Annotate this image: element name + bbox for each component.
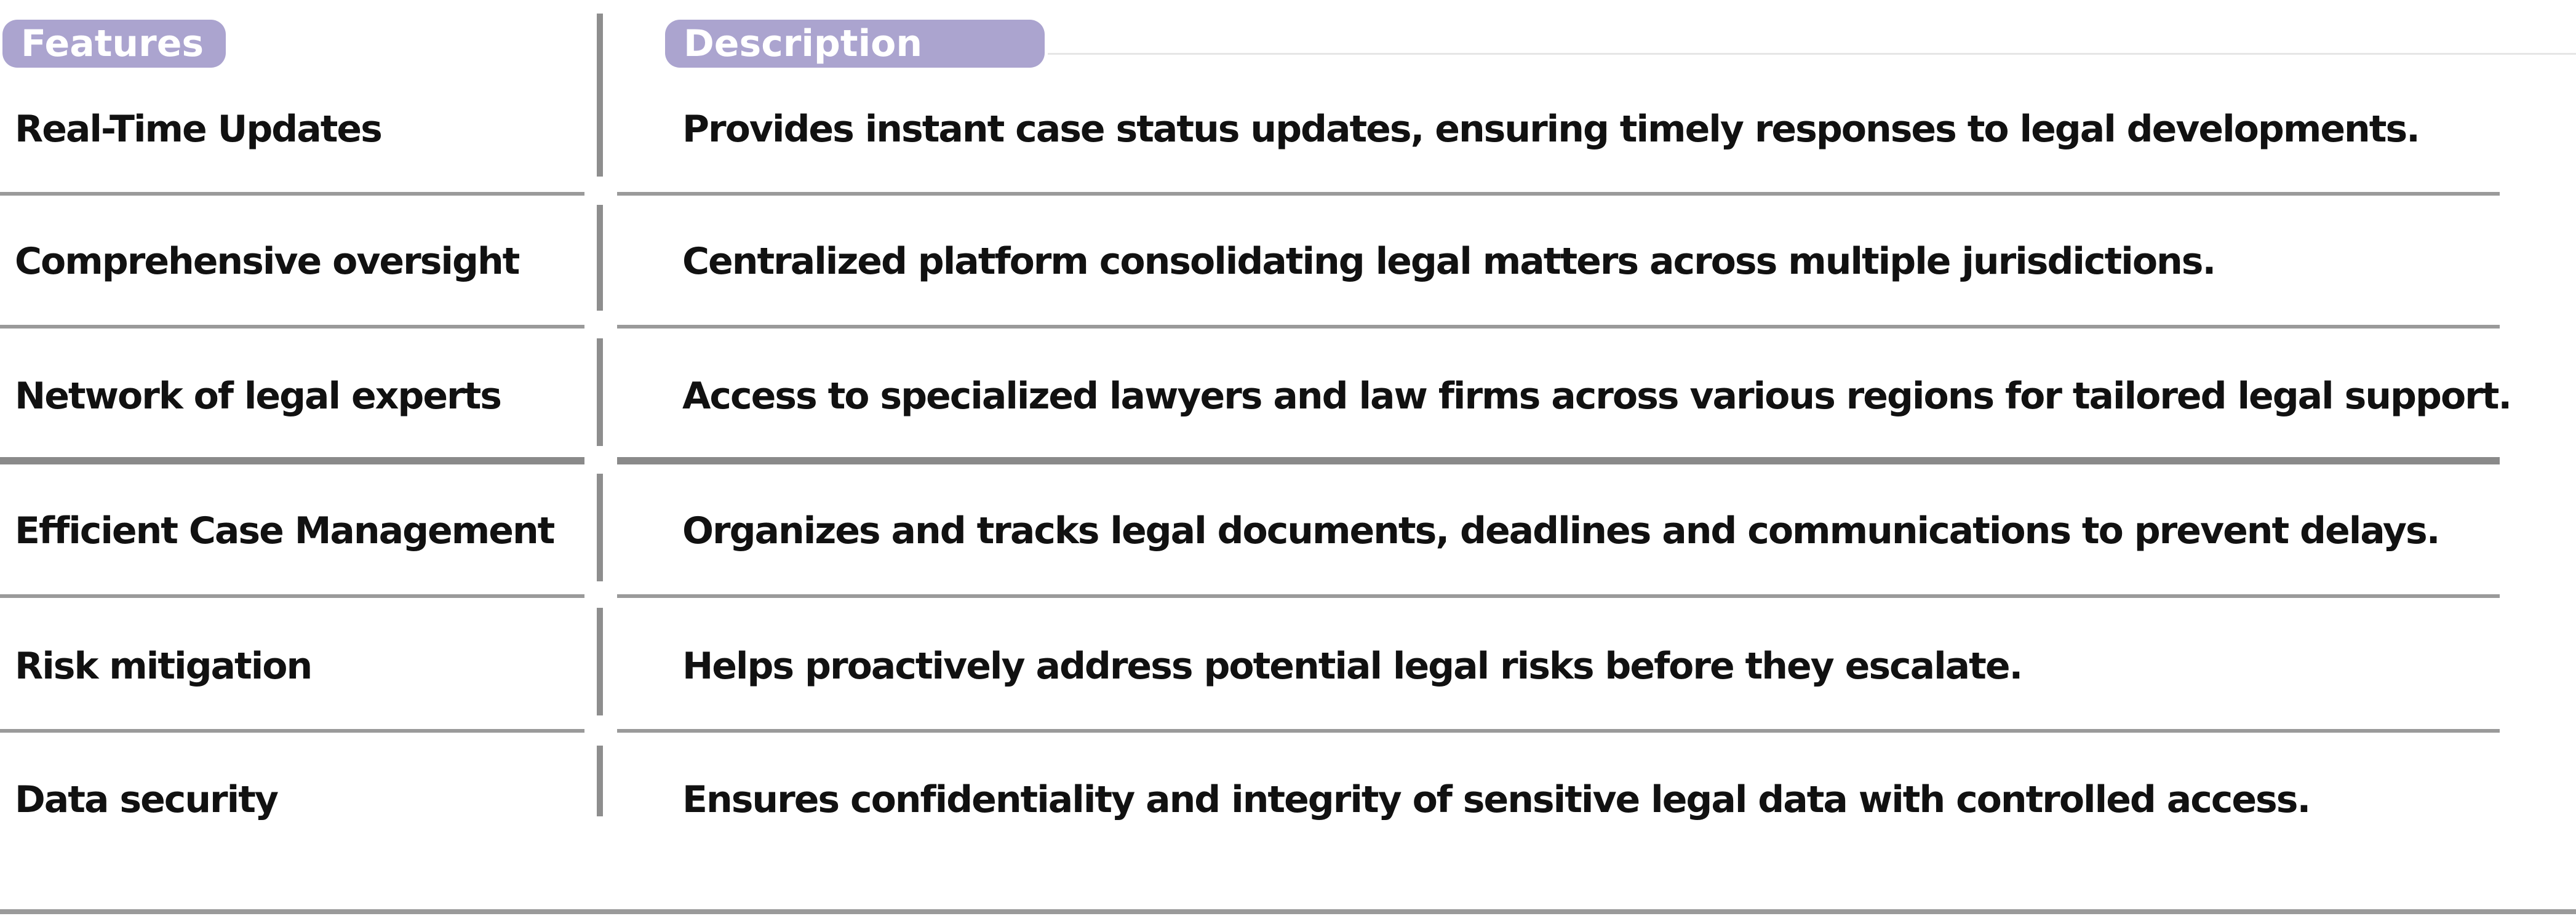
column-divider	[597, 14, 603, 177]
feature-cell: Real-Time Updates	[15, 108, 383, 151]
row-separator	[0, 457, 584, 464]
features-column-header: Features	[2, 20, 226, 68]
description-cell: Provides instant case status updates, en…	[682, 108, 2420, 151]
row-separator	[0, 594, 584, 598]
feature-cell: Data security	[15, 778, 279, 821]
description-cell: Ensures confidentiality and integrity of…	[682, 778, 2311, 821]
row-separator	[617, 325, 2500, 329]
description-cell: Access to specialized lawyers and law fi…	[682, 375, 2512, 418]
feature-cell: Risk mitigation	[15, 645, 313, 688]
description-column-header: Description	[665, 20, 1045, 68]
row-separator	[617, 594, 2500, 598]
column-divider	[597, 746, 603, 816]
column-divider	[597, 608, 603, 715]
table-bottom-border	[0, 909, 2576, 914]
feature-cell: Comprehensive oversight	[15, 240, 520, 283]
row-separator	[617, 192, 2500, 196]
row-separator	[0, 325, 584, 329]
row-separator	[0, 729, 584, 733]
column-divider	[597, 205, 603, 311]
row-separator	[617, 729, 2500, 733]
row-separator	[617, 457, 2500, 464]
description-cell: Centralized platform consolidating legal…	[682, 240, 2216, 283]
feature-cell: Efficient Case Management	[15, 509, 555, 552]
column-divider	[597, 474, 603, 581]
feature-cell: Network of legal experts	[15, 375, 502, 418]
header-underline	[1048, 53, 2576, 55]
row-separator	[0, 192, 584, 196]
column-divider	[597, 338, 603, 446]
description-cell: Organizes and tracks legal documents, de…	[682, 509, 2441, 552]
description-cell: Helps proactively address potential lega…	[682, 645, 2023, 688]
